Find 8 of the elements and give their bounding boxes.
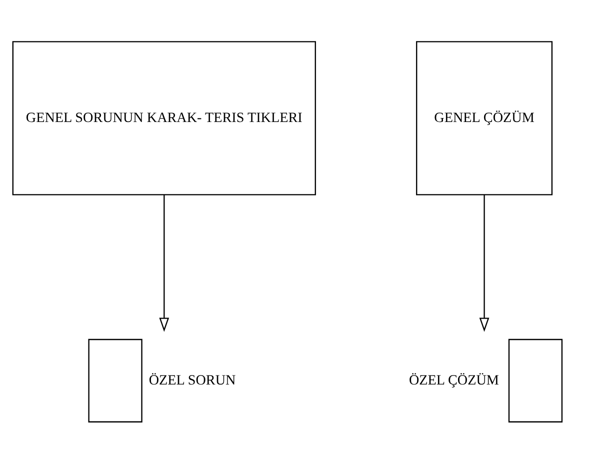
node-box: [508, 338, 563, 422]
node-box: GENEL SORUNUN KARAK- TERIS TIKLERI: [12, 40, 316, 195]
node-label: ÖZEL SORUN: [148, 372, 236, 388]
node-box: GENEL ÇÖZÜM: [416, 40, 553, 195]
node-label: ÖZEL ÇÖZÜM: [408, 372, 499, 388]
arrow: [159, 194, 170, 332]
node-box: [88, 338, 142, 422]
arrow: [479, 194, 490, 332]
